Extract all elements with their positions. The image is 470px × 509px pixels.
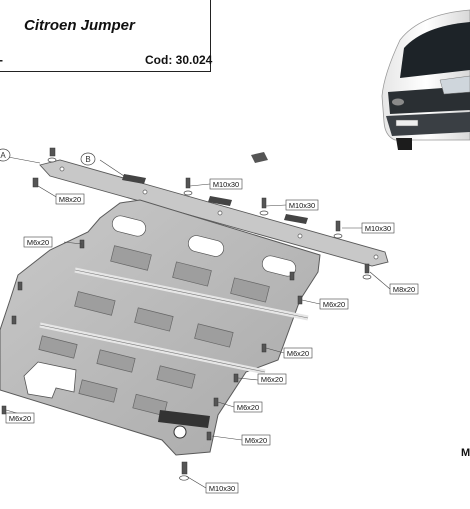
van-windshield xyxy=(400,22,470,78)
bolt-label-7: M6x20 xyxy=(319,298,349,310)
bolt-label-10: M6x20 xyxy=(233,401,263,413)
svg-text:B: B xyxy=(85,155,90,164)
header-left-mark: - xyxy=(0,53,3,67)
rear-cross-bar xyxy=(39,159,389,267)
mounting-brackets xyxy=(122,152,308,224)
bracket-4 xyxy=(251,152,268,163)
bracket-1 xyxy=(122,174,146,184)
svg-text:M8x20: M8x20 xyxy=(393,285,415,294)
service-hatch xyxy=(158,410,210,428)
bolt-label-1: M8x20 xyxy=(55,193,85,205)
bolt-label-9: M6x20 xyxy=(257,373,287,385)
van-headlight xyxy=(439,75,470,95)
bolt-a xyxy=(49,147,56,157)
bolt-label-2: M10x30 xyxy=(209,178,243,190)
van-illustration xyxy=(381,9,470,150)
bracket-3 xyxy=(284,214,308,224)
svg-text:A: A xyxy=(0,151,6,160)
bolt-label-4: M10x30 xyxy=(361,222,395,234)
license-plate xyxy=(395,119,419,127)
header-frame xyxy=(0,0,211,72)
cropped-edge-text: M xyxy=(461,447,470,459)
svg-text:M10x30: M10x30 xyxy=(209,484,235,493)
drain-cutout xyxy=(23,361,77,399)
van-bumper xyxy=(386,112,470,136)
brand-logo-icon xyxy=(392,98,404,106)
svg-text:M6x20: M6x20 xyxy=(237,403,259,412)
hardware-washers xyxy=(47,157,372,481)
bolt-label-6: M8x20 xyxy=(389,283,419,295)
bolt-label-13: M10x30 xyxy=(205,482,239,494)
bolt-label-12: M6x20 xyxy=(241,434,271,446)
vehicle-model-title: Citroen Jumper xyxy=(24,17,135,34)
svg-text:M6x20: M6x20 xyxy=(27,238,49,247)
bolt-label-5: M6x20 xyxy=(23,236,53,248)
callout-a: A xyxy=(0,148,11,162)
svg-text:M10x30: M10x30 xyxy=(365,224,391,233)
bolt-label-3: M10x30 xyxy=(285,199,319,211)
bracket-2 xyxy=(208,196,232,206)
van-wheel xyxy=(396,138,412,150)
callout-b: B xyxy=(80,152,96,166)
svg-text:M6x20: M6x20 xyxy=(9,414,31,423)
svg-text:M10x30: M10x30 xyxy=(289,201,315,210)
drain-hole xyxy=(173,425,187,439)
svg-text:M8x20: M8x20 xyxy=(59,195,81,204)
svg-text:M6x20: M6x20 xyxy=(245,436,267,445)
svg-text:M6x20: M6x20 xyxy=(261,375,283,384)
bolt-labels: M8x20 M10x30 M10x30 M10x30 M6x20 M8x20 M… xyxy=(5,178,419,494)
skid-plate xyxy=(0,199,321,456)
bolt-label-11: M6x20 xyxy=(5,412,35,424)
svg-text:M10x30: M10x30 xyxy=(213,180,239,189)
svg-text:M6x20: M6x20 xyxy=(323,300,345,309)
bolt-label-8: M6x20 xyxy=(283,347,313,359)
svg-text:M6x20: M6x20 xyxy=(287,349,309,358)
product-code: Cod: 30.024 xyxy=(145,53,213,67)
